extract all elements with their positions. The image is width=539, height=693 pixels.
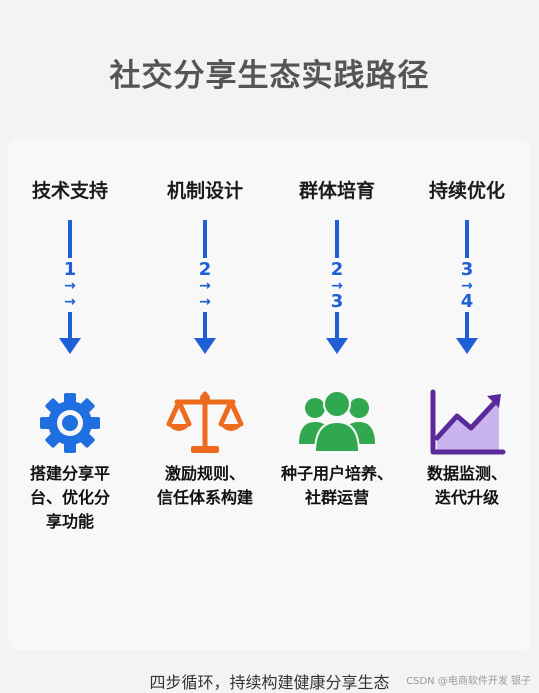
description-line: 台、优化分 (29, 488, 110, 507)
column-heading: 持续优化 (428, 180, 505, 202)
column-group-cultivation: 群体培育 2 → 3 种子用户培养、 社群运营 (272, 140, 402, 650)
down-arrow: 3 → 4 (402, 220, 532, 360)
column-description: 激励规则、 信任体系构建 (140, 462, 270, 510)
step-label: 3 (460, 259, 474, 280)
page-title: 社交分享生态实践路径 (109, 58, 430, 94)
step-label: → (199, 278, 211, 294)
step-label: 1 (63, 259, 77, 280)
column-description: 搭建分享平 台、优化分 享功能 (5, 462, 135, 534)
description-line: 数据监测、 (426, 464, 507, 483)
description-line: 信任体系构建 (156, 488, 253, 507)
step-label: → (199, 294, 211, 310)
footer-caption: 四步循环，持续构建健康分享生态 (149, 673, 390, 692)
users-group-icon (299, 390, 375, 453)
description-line: 激励规则、 (164, 464, 245, 483)
scales-icon (166, 391, 244, 453)
description-line: 社群运营 (304, 488, 369, 507)
down-arrow: 2 → 3 (272, 220, 402, 360)
column-heading: 群体培育 (298, 180, 375, 202)
step-label: 3 (330, 291, 344, 312)
gear-icon (40, 393, 100, 453)
column-heading: 技术支持 (31, 180, 108, 202)
column-tech-support: 技术支持 1 → → 搭建分享平 台、优化分 享功能 (5, 140, 135, 650)
column-mechanism-design: 机制设计 2 → → 激励规则、 信任体系构建 (140, 140, 270, 650)
step-label: 4 (460, 291, 474, 312)
column-continuous-optimization: 持续优化 3 → 4 数据监测、 迭代升级 (402, 140, 532, 650)
down-arrow: 1 → → (5, 220, 135, 360)
description-line: 搭建分享平 (29, 464, 110, 483)
step-label: → (64, 294, 76, 310)
step-label: → (64, 278, 76, 294)
description-line: 迭代升级 (434, 488, 499, 507)
down-arrow: 2 → → (140, 220, 270, 360)
growth-chart-icon (430, 389, 506, 455)
description-line: 享功能 (45, 512, 94, 531)
step-label: 2 (330, 259, 344, 280)
column-description: 种子用户培养、 社群运营 (272, 462, 402, 510)
step-label: 2 (198, 259, 212, 280)
step-label: → (331, 278, 343, 294)
diagram-panel (8, 140, 531, 650)
column-heading: 机制设计 (166, 180, 243, 202)
step-label: → (461, 278, 473, 294)
description-line: 种子用户培养、 (280, 464, 393, 483)
column-description: 数据监测、 迭代升级 (402, 462, 532, 510)
watermark: CSDN @电商软件开发 银子 (406, 676, 531, 687)
